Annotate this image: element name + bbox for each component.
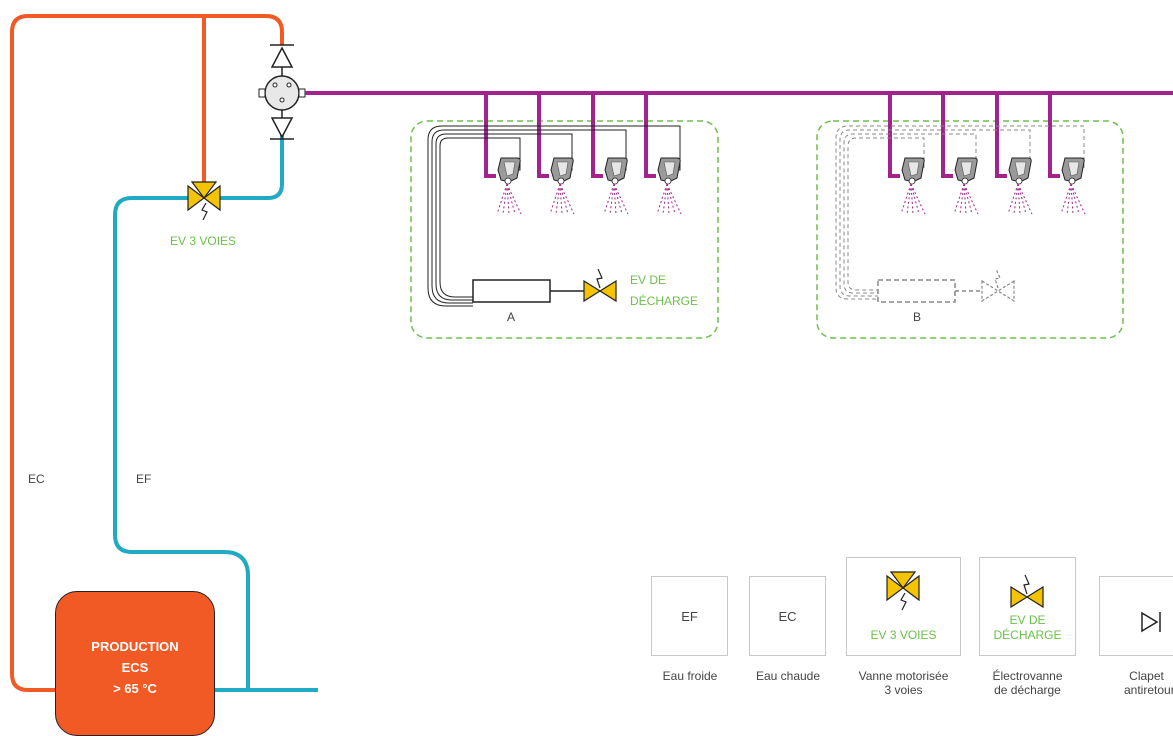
- discharge-label-a: EV DE DÉCHARGE: [630, 270, 698, 312]
- legend-check-valve-caption-line1: Clapet: [1129, 669, 1164, 683]
- zone-a-drops: [484, 93, 656, 178]
- legend-discharge-caption-line1: Électrovanne: [992, 669, 1063, 683]
- production-line3: > 65 °C: [113, 681, 157, 696]
- legend-check-valve-caption: Clapet antiretour: [1120, 669, 1173, 697]
- discharge-valve-b-icon: [981, 268, 1015, 303]
- nozzle-b2: [953, 157, 979, 215]
- collector-a: [472, 279, 551, 303]
- legend-valve-3-way-caption: Vanne motorisée 3 voies: [836, 669, 971, 697]
- legend-valve-3-way-caption-line2: 3 voies: [884, 683, 923, 697]
- production-line1: PRODUCTION: [91, 639, 179, 654]
- nozzle-b4: [1060, 157, 1086, 215]
- check-valve-top: [270, 44, 294, 68]
- legend-ef-symbol: EF: [681, 609, 698, 624]
- legend-box-valve-3-way: EV 3 VOIES: [846, 557, 961, 656]
- hot-water-pipe: [10, 14, 284, 692]
- zone-b-label: B: [913, 310, 922, 324]
- production-tank: PRODUCTION ECS > 65 °C: [55, 591, 215, 736]
- legend-valve-3-way-symbol: EV 3 VOIES: [870, 628, 937, 642]
- nozzle-a2: [549, 157, 575, 215]
- mixed-to-mixer: [220, 135, 284, 200]
- cold-water-riser: [113, 196, 250, 690]
- discharge-valve-a-icon: [583, 268, 617, 302]
- legend-box-ef: EF: [651, 576, 728, 656]
- nozzle-a4: [656, 157, 682, 215]
- valve-3-way-icon: [187, 181, 221, 221]
- zone-a-return-lines: [427, 125, 681, 307]
- nozzle-b3: [1007, 157, 1033, 215]
- legend-discharge-caption: Électrovanne de décharge: [975, 669, 1080, 697]
- mixer-body: [258, 67, 306, 118]
- collector-b: [877, 279, 956, 303]
- discharge-label-a-line1: EV DE: [630, 273, 667, 287]
- production-line2: ECS: [121, 660, 149, 675]
- legend-discharge-symbol-line1: EV DE: [1009, 613, 1046, 627]
- zone-b-frame: [816, 120, 1124, 339]
- legend-discharge-symbol: EV DE DÉCHARGE: [980, 613, 1075, 643]
- legend-box-ec: EC: [749, 576, 826, 656]
- cold-pipe-label: EF: [136, 472, 152, 486]
- discharge-label-a-line2: DÉCHARGE: [630, 294, 699, 308]
- zone-b-drops: [888, 93, 1060, 178]
- hot-pipe-label: EC: [28, 472, 45, 486]
- legend-discharge-symbol-line2: DÉCHARGE: [993, 628, 1062, 642]
- zone-b-return-lines: [835, 125, 1085, 300]
- nozzle-a1: [496, 157, 522, 215]
- legend-discharge-caption-line2: de décharge: [994, 683, 1061, 697]
- nozzle-b1: [900, 157, 926, 215]
- legend-valve-3-way-caption-line1: Vanne motorisée: [858, 669, 949, 683]
- legend-ec-symbol: EC: [778, 609, 797, 624]
- nozzle-a3: [603, 157, 629, 215]
- valve-3-way-label: EV 3 VOIES: [170, 234, 237, 248]
- check-valve-bottom: [270, 117, 294, 140]
- legend-ec-caption: Eau chaude: [755, 669, 821, 683]
- legend-ef-caption: Eau froide: [662, 669, 718, 683]
- legend-box-check-valve: [1099, 576, 1173, 656]
- zone-a-label: A: [507, 310, 516, 324]
- legend-check-valve-caption-line2: antiretour: [1124, 683, 1173, 697]
- legend-box-discharge: EV DE DÉCHARGE: [979, 557, 1076, 656]
- legend-check-valve-icon: [1141, 611, 1161, 633]
- zone-a-frame: [410, 120, 719, 339]
